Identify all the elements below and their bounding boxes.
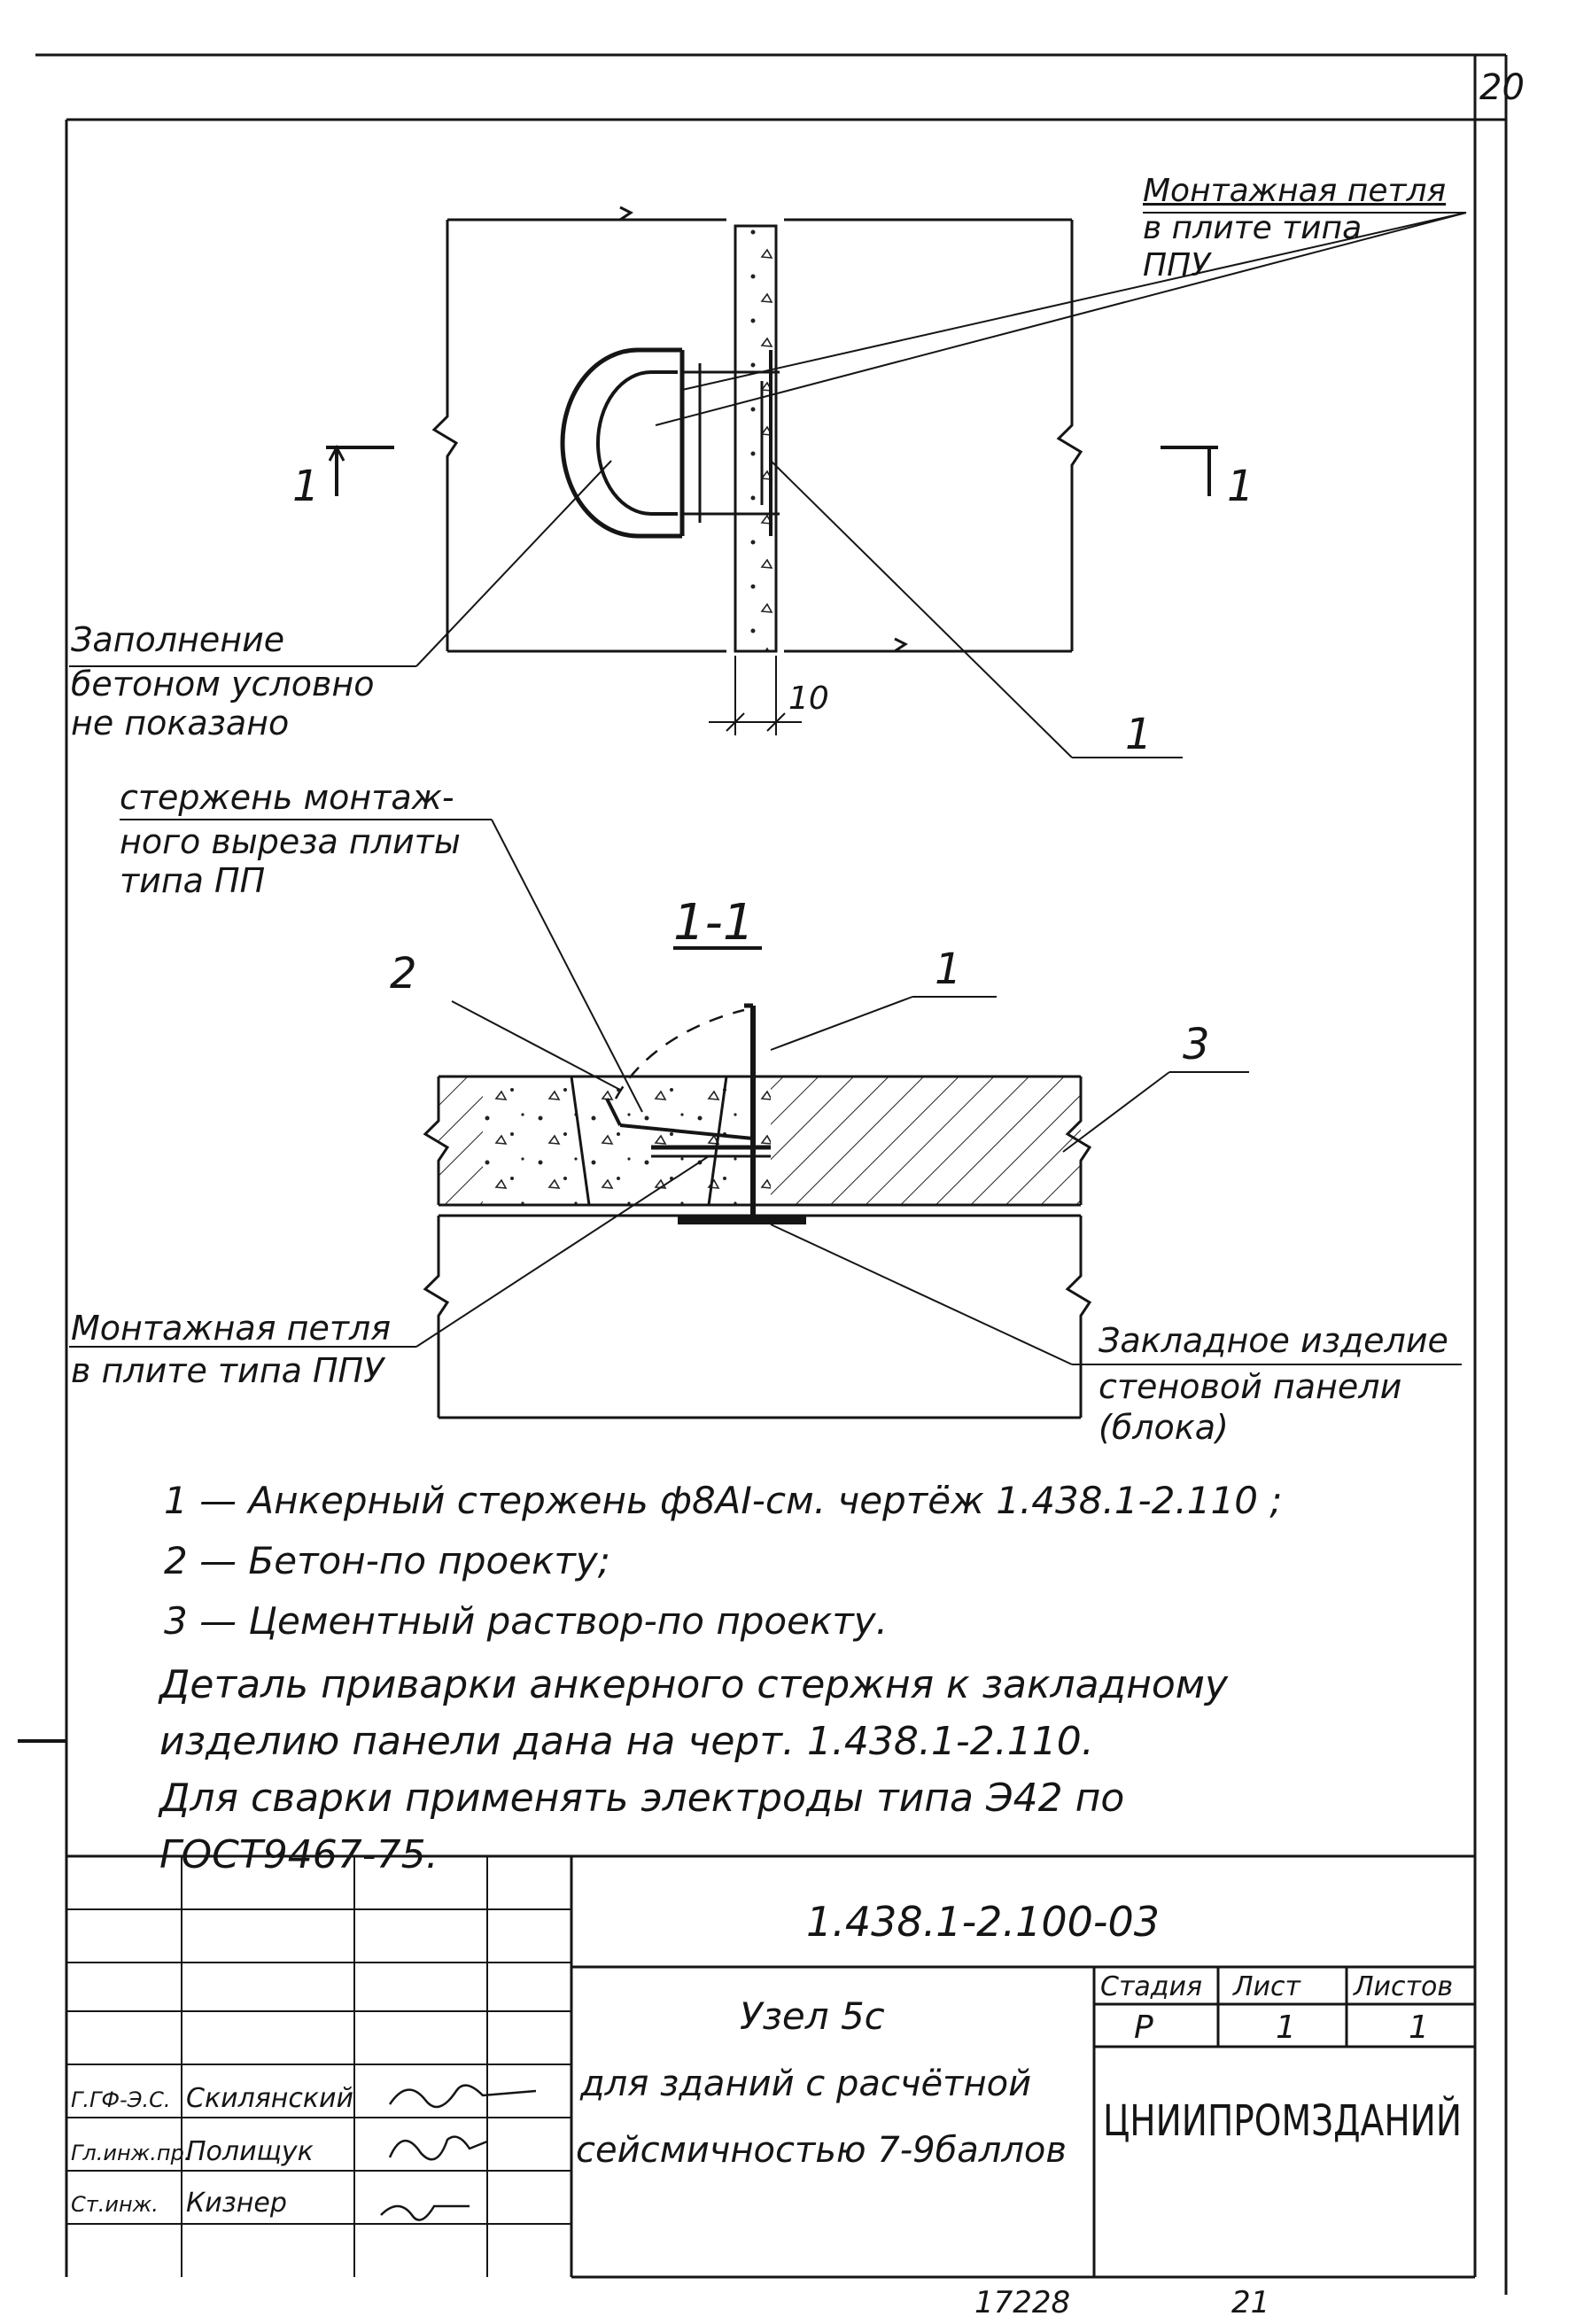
title-block-grid: [66, 1854, 1475, 2279]
label-fill-line-1: Заполнение: [71, 620, 285, 659]
bottom-page: 21: [1231, 2285, 1269, 2320]
stage-header: Стадия: [1100, 1971, 1202, 2002]
title-line-1: Узел 5с: [740, 1994, 885, 2038]
note-line-4: ГОСТ9467-75.: [159, 1832, 439, 1877]
plan-callout-1: 1: [1125, 710, 1153, 759]
drawing-designation: 1.438.1-2.100-03: [806, 1898, 1160, 1946]
signature-marks: [380, 2084, 537, 2221]
label-rod-pp: стержень монтаж- ного выреза плиты типа …: [120, 778, 461, 900]
title-line-3: сейсмичностью 7-9баллов: [576, 2130, 1067, 2171]
label-fill-line-2: бетоном условно: [71, 665, 375, 703]
signature-role-1: Г.ГФ-Э.С.: [71, 2087, 170, 2112]
section-view: [69, 819, 1462, 1419]
sheet-frame: [18, 53, 1508, 2295]
sheets-header: Листов: [1353, 1971, 1453, 2002]
label-fill-line-3: не показано: [71, 703, 290, 742]
section-callout-3: 3: [1183, 1020, 1210, 1069]
sheet-header: Лист: [1232, 1971, 1302, 2002]
label-rod-pp-line-1: стержень монтаж-: [120, 778, 454, 817]
note-line-1: Деталь приварки анкерного стержня к закл…: [159, 1662, 1228, 1707]
dimension-10: 10: [788, 680, 829, 717]
note-line-2: изделию панели дана на черт. 1.438.1-2.1…: [159, 1719, 1094, 1764]
plan-view: [69, 206, 1467, 758]
label-loop-ppu-plan-line-2: в плите типа: [1143, 210, 1363, 246]
signature-role-3: Ст.инж.: [71, 2192, 159, 2217]
legend-item-1: 1 — Анкерный стержень ф8АI-см. чертёж 1.…: [164, 1479, 1283, 1522]
title-line-2: для зданий с расчётной: [579, 2064, 1031, 2104]
label-loop-ppu-section-line-2: в плите типа ППУ: [71, 1351, 384, 1390]
signature-name-3: Кизнер: [186, 2188, 287, 2219]
label-embed-line-3: (блока): [1099, 1408, 1229, 1447]
signature-name-1: Скилянский: [186, 2083, 353, 2114]
label-embed-line-1: Закладное изделие: [1099, 1321, 1448, 1360]
note-line-3: Для сварки применять электроды типа Э42 …: [159, 1776, 1125, 1821]
organization-name: ЦНИИПРОМЗДАНИЙ: [1103, 2095, 1462, 2146]
section-mark-left: 1: [292, 462, 320, 511]
section-callout-1: 1: [935, 944, 962, 994]
label-loop-ppu-plan: Монтажная петля в плите типа ППУ: [1143, 173, 1446, 284]
sheet-value: 1: [1276, 2009, 1296, 2046]
notes: Деталь приварки анкерного стержня к закл…: [159, 1657, 1228, 1884]
legend-item-2: 2 — Бетон-по проекту;: [164, 1539, 610, 1582]
legend-item-3: 3 — Цементный раствор-по проекту.: [164, 1599, 889, 1643]
label-fill-not-shown: Заполнение бетоном условно не показано: [71, 620, 374, 742]
sheets-value: 1: [1409, 2009, 1429, 2046]
label-loop-ppu-plan-line-1: Монтажная петля: [1143, 173, 1447, 209]
stage-value: Р: [1134, 2009, 1153, 2046]
signature-name-2: Полищук: [186, 2136, 314, 2167]
section-title: 1-1: [673, 894, 754, 952]
label-rod-pp-line-2: ного выреза плиты: [120, 822, 461, 861]
signature-role-2: Гл.инж.пр.: [71, 2141, 190, 2165]
archive-number: 17228: [974, 2285, 1070, 2320]
label-rod-pp-line-3: типа ПП: [120, 861, 266, 900]
legend: 1 — Анкерный стержень ф8АI-см. чертёж 1.…: [164, 1471, 1282, 1652]
page-number: 20: [1479, 67, 1525, 108]
label-loop-ppu-section-line-1: Монтажная петля: [71, 1309, 392, 1348]
section-mark-right: 1: [1227, 462, 1254, 511]
section-callout-2: 2: [390, 949, 417, 999]
label-embedded-item: Закладное изделие стеновой панели (блока…: [1099, 1320, 1448, 1448]
label-loop-ppu-section: Монтажная петля в плите типа ППУ: [71, 1307, 391, 1392]
label-embed-line-2: стеновой панели: [1099, 1367, 1402, 1406]
label-loop-ppu-plan-line-3: ППУ: [1143, 247, 1211, 284]
